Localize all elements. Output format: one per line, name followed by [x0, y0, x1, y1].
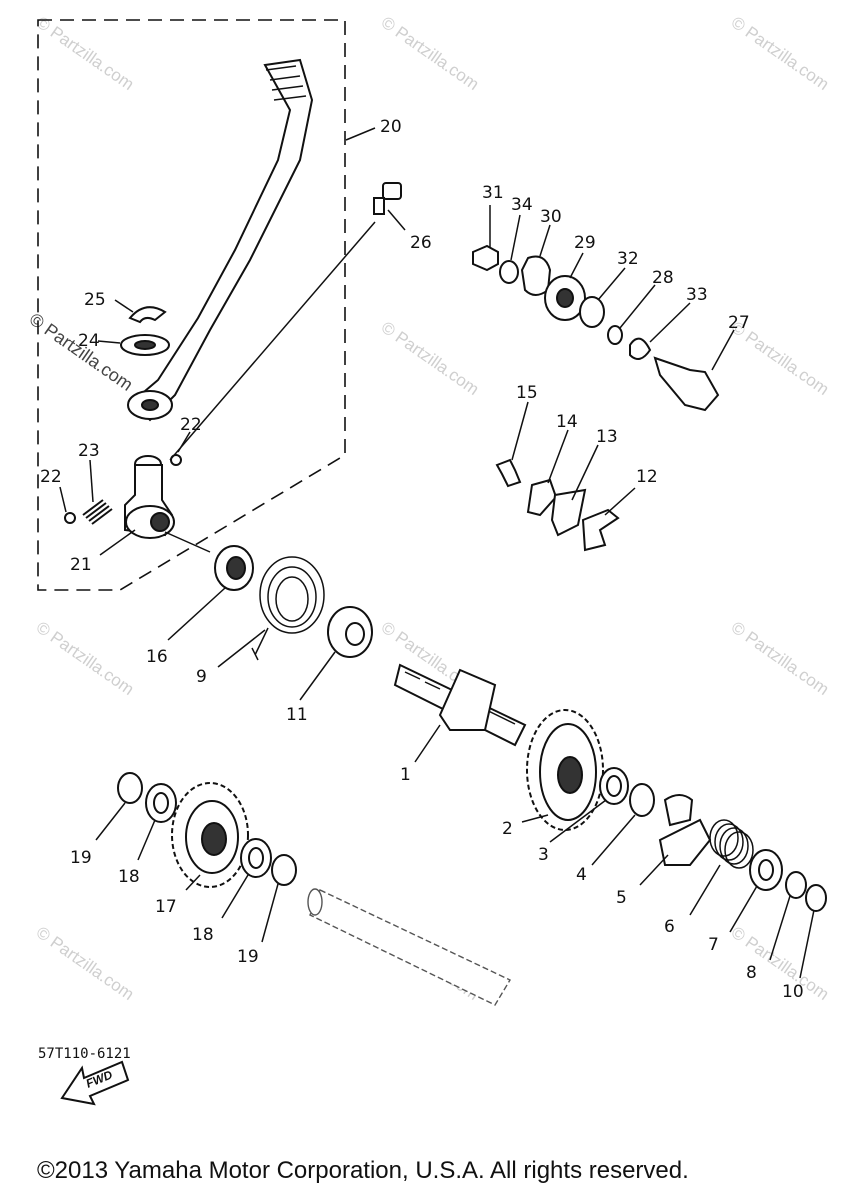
callout-18: 18	[192, 925, 214, 945]
catalog-code: 57T110-6121	[38, 1046, 131, 1062]
watermark: © Partzilla.com	[728, 618, 833, 699]
ratchet-parts-group	[472, 244, 720, 412]
washer-34	[499, 260, 519, 284]
watermark: © Partzilla.com	[378, 318, 483, 399]
reference-shaft	[307, 888, 511, 1006]
callout-20: 20	[380, 117, 402, 137]
watermark: © Partzilla.com	[33, 618, 138, 699]
washer-18-a-hole	[153, 792, 169, 814]
leader-lines	[59, 127, 815, 979]
plate-13	[550, 488, 587, 537]
watermark: © Partzilla.com	[378, 13, 483, 94]
callout-31: 31	[482, 183, 504, 203]
callout-8: 8	[746, 963, 757, 983]
callout-19: 19	[70, 848, 92, 868]
watermark: © Partzilla.com	[33, 923, 138, 1004]
callout-26: 26	[410, 233, 432, 253]
ratchet-5	[658, 794, 712, 866]
callout-10: 10	[782, 982, 804, 1002]
callout-15: 15	[516, 383, 538, 403]
callout-29: 29	[574, 233, 596, 253]
washer-3-hole	[606, 775, 622, 797]
callout-16: 16	[146, 647, 168, 667]
callout-7: 7	[708, 935, 719, 955]
callout-22: 22	[40, 467, 62, 487]
kick-axle-1	[393, 663, 527, 747]
callout-28: 28	[652, 268, 674, 288]
watermark: © Partzilla.com	[33, 13, 138, 94]
circlip-19-a	[117, 772, 143, 804]
spring-6	[709, 819, 754, 869]
callout-21: 21	[70, 555, 92, 575]
circlip-8	[785, 871, 807, 899]
ball-22-a	[64, 512, 76, 524]
kick-boss	[124, 455, 175, 539]
callout-3: 3	[538, 845, 549, 865]
callout-34: 34	[511, 195, 533, 215]
callout-4: 4	[576, 865, 587, 885]
watermark: © Partzilla.com	[728, 923, 833, 1004]
shaft-27	[653, 356, 720, 412]
bolt-26	[373, 182, 402, 215]
washer-7-hole	[758, 859, 774, 881]
callout-13: 13	[596, 427, 618, 447]
callout-23: 23	[78, 441, 100, 461]
callout-2: 2	[502, 819, 513, 839]
callout-14: 14	[556, 412, 578, 432]
washer-18-b-hole	[248, 847, 264, 869]
callout-33: 33	[686, 285, 708, 305]
callout-6: 6	[664, 917, 675, 937]
torsion-spring-9	[251, 556, 325, 661]
kick-crank-lever	[127, 58, 314, 422]
callout-27: 27	[728, 313, 750, 333]
fwd-arrow-icon: FWD	[60, 1060, 130, 1106]
bolt-15	[495, 458, 522, 488]
callout-9: 9	[196, 667, 207, 687]
circlip-28	[607, 325, 623, 345]
callout-25: 25	[84, 290, 106, 310]
spring-33	[629, 337, 652, 360]
callout-12: 12	[636, 467, 658, 487]
callout-24: 24	[78, 331, 100, 351]
callout-19: 19	[237, 947, 259, 967]
copyright-text: ©2013 Yamaha Motor Corporation, U.S.A. A…	[37, 1157, 689, 1184]
stopper-12	[581, 508, 620, 552]
callout-17: 17	[155, 897, 177, 917]
kick-gear-2	[526, 709, 604, 831]
callout-30: 30	[540, 207, 562, 227]
callout-11: 11	[286, 705, 308, 725]
washer-32	[579, 296, 605, 328]
circlip-25	[128, 306, 167, 324]
nut-31	[472, 244, 499, 272]
circlip-19-b	[271, 854, 297, 886]
callout-18: 18	[118, 867, 140, 887]
plate-14	[526, 478, 558, 517]
callout-22: 22	[180, 415, 202, 435]
circlip-4	[629, 783, 655, 817]
watermark-dark: © Partzilla.com	[26, 309, 137, 395]
idler-gear-17	[171, 782, 249, 888]
kick-crank-assembly-box	[37, 19, 346, 591]
callout-labels: 20 26 25 24 22 23 22 21 31 34 30 29 32 2…	[40, 117, 804, 1002]
spring-23	[82, 499, 113, 525]
callout-1: 1	[400, 765, 411, 785]
watermark: © Partzilla.com	[728, 13, 833, 94]
callout-5: 5	[616, 888, 627, 908]
ball-22-b	[170, 454, 182, 466]
washer-10	[805, 884, 827, 912]
callout-32: 32	[617, 249, 639, 269]
spacer-11	[327, 606, 373, 658]
oil-seal-16	[214, 545, 254, 591]
guide-parts-group	[495, 458, 620, 552]
